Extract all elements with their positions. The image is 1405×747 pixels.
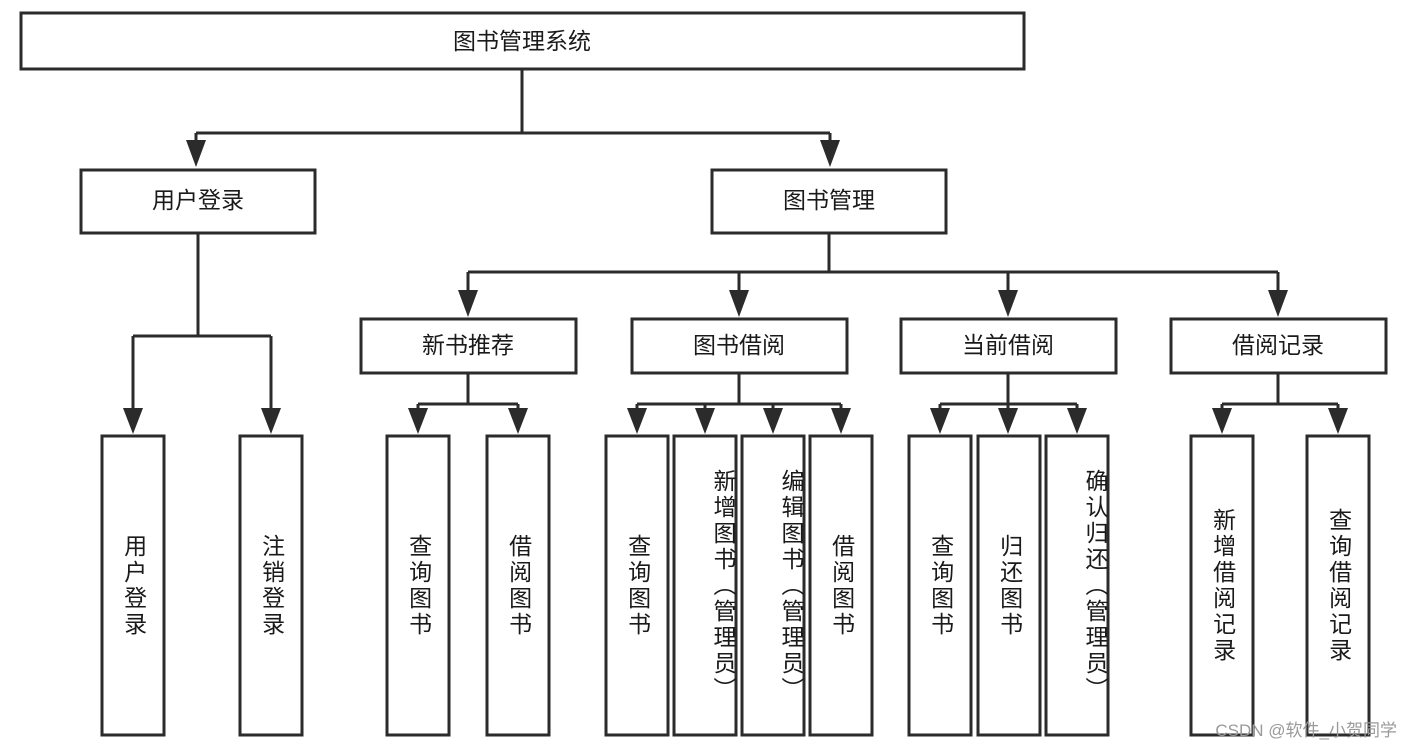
arrow-borrow-leaf1-icon [627, 408, 647, 434]
node-current-borrow-label: 当前借阅 [962, 332, 1054, 358]
arrow-bm-recommend-icon [458, 290, 478, 317]
node-user-login-label: 用户登录 [152, 187, 244, 213]
arrow-user-login-leaf2-icon [261, 408, 281, 434]
leaf-boxes [100, 434, 1371, 737]
edge-group-book-manage [458, 233, 1288, 317]
leaf-add-record-box[interactable] [1189, 434, 1255, 737]
node-new-book-recommend-label: 新书推荐 [422, 332, 514, 358]
leaf-logout-login-box[interactable] [238, 434, 304, 737]
node-book-manage-box[interactable] [710, 168, 948, 235]
edge-group-record [1212, 373, 1348, 434]
edge-group-borrow [627, 373, 851, 434]
arrow-root-to-user-login-icon [186, 140, 206, 167]
node-book-manage-label: 图书管理 [783, 187, 875, 213]
arrow-recommend-leaf1-icon [408, 408, 428, 434]
node-root[interactable]: 图书管理系统 [19, 11, 1026, 71]
edge-group-current [930, 373, 1087, 434]
arrow-record-leaf2-icon [1328, 408, 1348, 434]
node-new-book-recommend-box[interactable] [359, 317, 578, 375]
arrow-borrow-leaf3-icon [763, 408, 783, 434]
node-user-login[interactable]: 用户登录 [79, 168, 317, 235]
node-borrow-record-label: 借阅记录 [1232, 332, 1324, 358]
node-book-borrow[interactable]: 图书借阅 [630, 317, 849, 375]
arrow-borrow-leaf4-icon [831, 408, 851, 434]
arrow-bm-record-icon [1268, 290, 1288, 317]
leaf-edit-book-box[interactable] [740, 434, 806, 737]
leaf-user-login-box[interactable] [100, 434, 166, 737]
leaf-query-book-1-box[interactable] [385, 434, 451, 737]
csdn-watermark: CSDN @软件_小贺同学 [1215, 721, 1397, 740]
node-borrow-record-box[interactable] [1169, 317, 1388, 375]
node-book-manage[interactable]: 图书管理 [710, 168, 948, 235]
leaf-add-book-box[interactable] [672, 434, 738, 737]
node-borrow-record[interactable]: 借阅记录 [1169, 317, 1388, 375]
node-root-label: 图书管理系统 [453, 28, 591, 54]
leaf-confirm-return-box[interactable] [1044, 434, 1110, 737]
node-user-login-box[interactable] [79, 168, 317, 235]
arrow-current-leaf3-icon [1067, 408, 1087, 434]
arrow-user-login-leaf1-icon [123, 408, 143, 434]
arrow-current-leaf1-icon [930, 408, 950, 434]
leaf-borrow-book-2-box[interactable] [808, 434, 874, 737]
edge-group-recommend [408, 373, 528, 434]
leaf-return-book-box[interactable] [976, 434, 1042, 737]
arrow-current-leaf2-icon [998, 408, 1018, 434]
node-root-box[interactable] [19, 11, 1026, 71]
leaf-borrow-book-1-box[interactable] [485, 434, 551, 737]
arrow-borrow-leaf2-icon [695, 408, 715, 434]
node-new-book-recommend[interactable]: 新书推荐 [359, 317, 578, 375]
arrow-root-to-book-manage-icon [820, 140, 840, 167]
node-current-borrow[interactable]: 当前借阅 [899, 317, 1118, 375]
node-book-borrow-label: 图书借阅 [693, 332, 785, 358]
arrow-bm-current-icon [998, 290, 1018, 317]
leaf-query-record-box[interactable] [1305, 434, 1371, 737]
arrow-bm-borrow-icon [729, 290, 749, 317]
node-book-borrow-box[interactable] [630, 317, 849, 375]
edge-group-root [186, 70, 840, 167]
arrow-recommend-leaf2-icon [508, 408, 528, 434]
leaf-query-book-2-box[interactable] [604, 434, 670, 737]
node-current-borrow-box[interactable] [899, 317, 1118, 375]
arrow-record-leaf1-icon [1212, 408, 1232, 434]
leaf-query-book-3-box[interactable] [907, 434, 973, 737]
edge-group-user-login [123, 233, 281, 434]
